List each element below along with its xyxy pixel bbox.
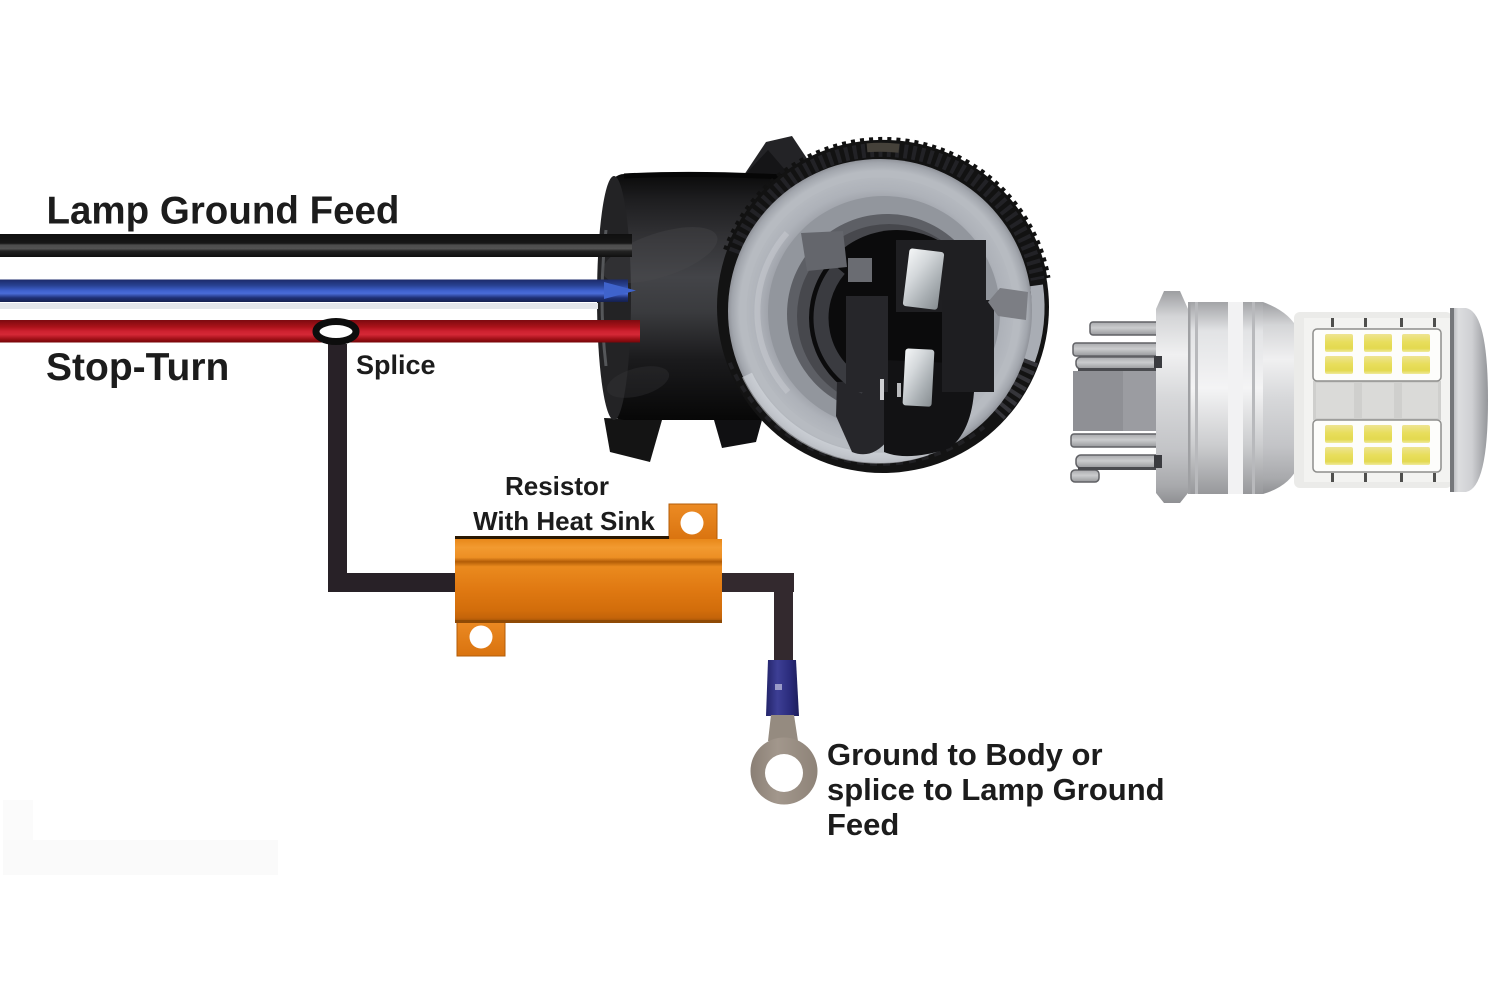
svg-text:Stop-Turn: Stop-Turn bbox=[46, 346, 229, 389]
svg-text:Splice: Splice bbox=[356, 350, 436, 380]
svg-text:Feed: Feed bbox=[827, 807, 899, 842]
svg-text:splice to Lamp Ground: splice to Lamp Ground bbox=[827, 772, 1165, 807]
svg-text:With Heat Sink: With Heat Sink bbox=[473, 506, 655, 536]
svg-text:Lamp Ground Feed: Lamp Ground Feed bbox=[47, 190, 400, 233]
svg-text:Resistor: Resistor bbox=[505, 471, 609, 501]
svg-text:Ground to Body or: Ground to Body or bbox=[827, 737, 1103, 772]
